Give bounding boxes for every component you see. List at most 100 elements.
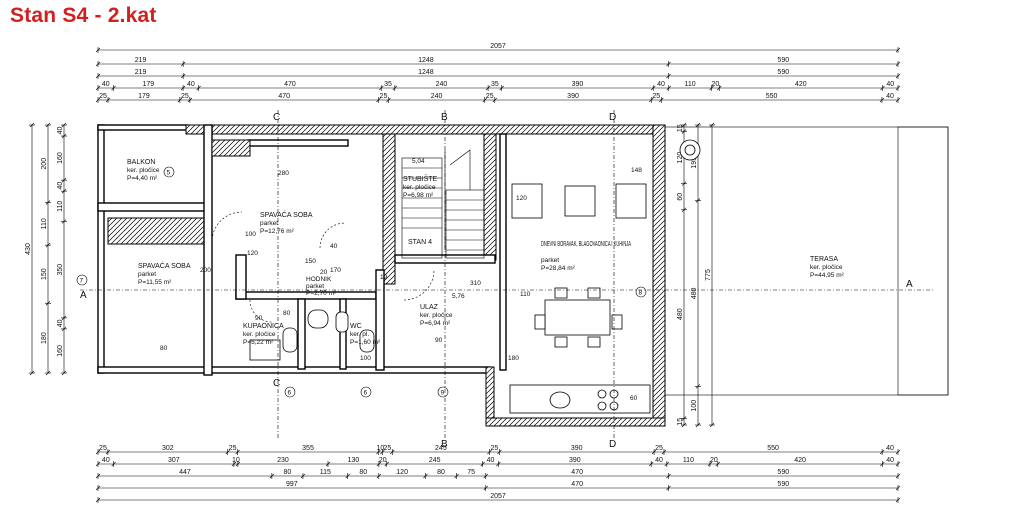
interior-dimension: 40 [330,243,338,250]
svg-text:parket: parket [260,220,278,227]
dimension-label: 110 [41,218,48,229]
section-marker: B [441,439,448,450]
dimension-label: 420 [794,457,806,464]
interior-dimension: 148 [631,167,642,174]
room-label-stubiste: STUBIŠTE ker. pločice P=6,98 m² [403,174,438,199]
dimension-label: 40 [886,445,894,452]
dimension-label: 40 [57,127,64,135]
dimension-label: 25 [383,445,391,452]
svg-text:P=44,95 m²: P=44,95 m² [810,272,845,279]
axis-marker: 7 [80,278,84,285]
dimension-label: 35 [491,81,499,88]
terrace-outline [657,126,949,396]
door-swing [211,211,243,241]
dimension-label: 110 [683,457,694,464]
svg-text:SPAVAĆA SOBA: SPAVAĆA SOBA [260,210,313,219]
room-name-line: DNEVNI BORAVAK, BLAGOVAONICA I KUHINJA [541,241,631,248]
dimension-label: 110 [57,201,64,212]
wall-south [485,417,666,427]
dimension-label: 40 [187,81,195,88]
wall-north [185,124,663,135]
dimension-label: 25 [491,445,499,452]
dimension-label: 480 [691,287,698,299]
dimension-label: 20 [710,457,718,464]
room-labels: BALKON ker. pločice P=4,40 m² SPAVAĆA SO… [127,159,845,346]
dimension-label: 35 [384,81,392,88]
svg-text:parket: parket [138,271,156,278]
interior-dimension: 90 [255,315,263,322]
dimension-label: 430 [25,243,32,255]
dimension-label: 150 [41,268,48,280]
dimension-label: 219 [135,57,147,64]
dimension-label: 480 [677,308,684,320]
dimension-label: 60 [677,193,684,201]
dimension-label: 302 [162,445,174,452]
svg-text:TERASA: TERASA [810,256,838,263]
dimension-label: 40 [57,182,64,190]
dimension-label: 25 [655,445,663,452]
room-label-terasa: TERASA ker. pločice P=44,95 m² [810,256,845,279]
svg-text:P=6,98 m²: P=6,98 m² [403,192,434,199]
dimension-label: 179 [138,93,150,100]
svg-text:ker. pločice: ker. pločice [810,264,843,271]
room-label-bedroom-1: SPAVAĆA SOBA parket P=12,76 m² [260,210,313,235]
dimension-label: 25 [99,93,107,100]
svg-text:STUBIŠTE: STUBIŠTE [403,174,438,183]
section-marker: D [609,439,616,450]
dimension-label: 350 [57,264,64,276]
dimension-label: 240 [431,93,443,100]
interior-dimension: 100 [245,231,256,238]
svg-text:P=6,94 m²: P=6,94 m² [420,320,451,327]
dimension-label: 130 [348,457,360,464]
interior-dimension: 150 [305,258,316,265]
dimension-label: 2057 [490,493,506,500]
axis-marker: 6 [288,390,292,397]
interior-dimension: 80 [283,310,291,317]
dimension-label: 775 [705,269,712,281]
dimension-label: 160 [57,152,64,164]
interior-dimension: 20 [320,269,328,276]
dimension-label: 80 [284,469,292,476]
dimension-label: 40 [886,457,894,464]
dimension-label: 10 [377,445,385,452]
dimension-label: 195 [691,157,698,169]
dimension-label: 997 [286,481,298,488]
dimension-label: 230 [277,457,289,464]
dimension-label: 590 [777,481,789,488]
interior-dimension: 60 [630,395,638,402]
dimension-label: 25 [380,93,388,100]
interior-dimension: 200 [200,267,211,274]
dimension-label: 15 [677,418,684,426]
dimension-label: 180 [41,332,48,344]
dimension-label: 590 [777,469,789,476]
wardrobe [107,217,209,245]
axis-marker: 5 [167,170,171,177]
section-marker: C [273,378,280,389]
dimension-label: 447 [179,469,191,476]
dimension-label: 2057 [490,43,506,50]
dimension-label: 110 [685,81,696,88]
svg-text:KUPAONICA: KUPAONICA [243,323,284,330]
living-room-furniture [509,139,701,414]
dimension-label: 40 [886,93,894,100]
dimension-label: 40 [102,457,110,464]
dimension-label: 80 [437,469,445,476]
dimension-label: 390 [567,93,579,100]
dimension-label: 25 [181,93,189,100]
building-walls [80,110,949,440]
svg-text:parket: parket [541,257,559,264]
staircase [401,149,485,259]
interior-dimension: 280 [278,170,289,177]
room-label-wc: WC ker. pl. P=1,60 m² [350,323,381,346]
dimension-label: 550 [767,445,779,452]
axis-markers: 5 6 6 7 8 9 [76,166,647,398]
svg-text:P=1,60 m²: P=1,60 m² [350,339,381,346]
wall-west [97,124,105,374]
section-marker: A [906,279,913,290]
interior-dimension: 5,76 [452,293,465,300]
svg-text:ULAZ: ULAZ [420,304,439,311]
dimension-label: 115 [320,469,331,476]
dimension-label: 390 [569,457,581,464]
svg-text:ker. pločice: ker. pločice [420,312,453,319]
dimension-label: 390 [572,81,584,88]
